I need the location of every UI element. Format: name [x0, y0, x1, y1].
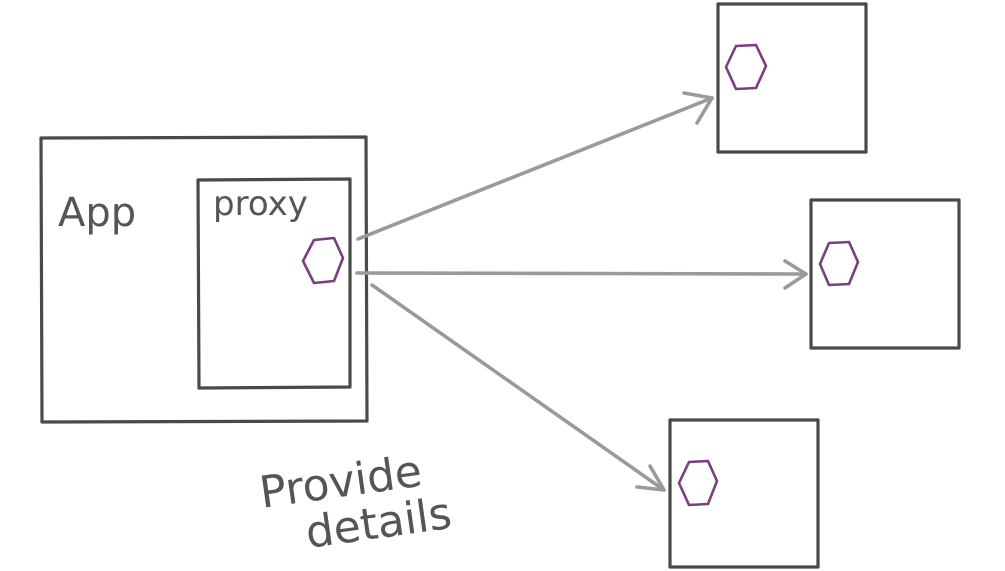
app-label: App: [58, 190, 136, 236]
note: Provide details: [256, 446, 454, 559]
proxy-hexagon-icon: [301, 236, 345, 285]
arrow-to-top: [356, 91, 714, 241]
arrow-to-bottom: [370, 283, 666, 492]
remote-box-bottom: [668, 418, 820, 569]
arrow-to-middle: [355, 259, 808, 290]
proxy-box: proxy: [196, 177, 352, 390]
remote-bottom-hexagon-icon: [677, 459, 719, 507]
remote-middle-hexagon-icon: [818, 240, 860, 287]
remote-top-hexagon-icon: [724, 43, 768, 91]
remote-box-top: [716, 2, 868, 154]
app-box: App: [39, 135, 369, 424]
remote-box-middle: [809, 198, 961, 350]
proxy-label: proxy: [213, 184, 308, 224]
